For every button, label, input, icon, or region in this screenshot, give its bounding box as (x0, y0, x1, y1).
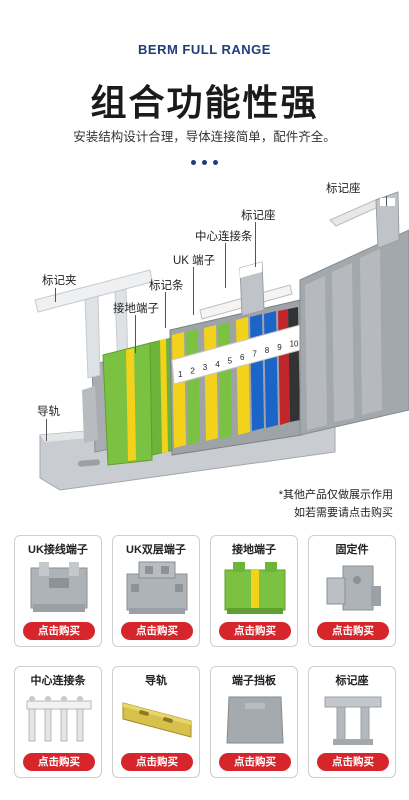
disclaimer-note-2: 如若需要请点击购买 (294, 507, 393, 519)
buy-button[interactable]: 点击购买 (121, 753, 193, 771)
disclaimer-note: *其他产品仅做展示作用 (278, 489, 393, 501)
callout-uk-terminal: UK 端子 (173, 255, 216, 267)
product-name: 接地端子 (232, 544, 276, 556)
marker-number: 2 (190, 367, 195, 376)
din-rail-icon (122, 702, 192, 738)
leader-line (55, 288, 56, 302)
leader-line (135, 315, 136, 353)
leader-line (386, 196, 387, 206)
buy-button[interactable]: 点击购买 (317, 753, 389, 771)
buy-button[interactable]: 点击购买 (23, 753, 95, 771)
product-name: UK双层端子 (126, 544, 186, 556)
product-name: 导轨 (145, 675, 167, 687)
product-name: 标记座 (335, 675, 369, 687)
product-card[interactable]: 导轨 点击购买 (112, 666, 200, 778)
buy-button[interactable]: 点击购买 (317, 622, 389, 640)
marker-seat-icon (324, 696, 382, 745)
callout-ground-terminal: 接地端子 (113, 303, 159, 315)
product-grid-row-2: 中心连接条 点击购买 导轨 点击购买 端子挡板 点击购买 (14, 666, 396, 778)
marker-number: 10 (290, 339, 299, 348)
product-card[interactable]: 端子挡板 点击购买 (210, 666, 298, 778)
ground-terminal-icon (224, 562, 286, 614)
buy-button[interactable]: 点击购买 (219, 622, 291, 640)
end-stop-icon (326, 565, 381, 611)
marker-number: 5 (228, 356, 233, 365)
page-subline: 安装结构设计合理，导体连接简单，配件齐全。 (73, 130, 336, 144)
callout-marker-seat: 标记座 (241, 210, 276, 222)
product-card[interactable]: 中心连接条 点击购买 (14, 666, 102, 778)
marker-number: 4 (215, 360, 220, 369)
leader-line (225, 243, 226, 288)
product-name: 中心连接条 (30, 675, 86, 687)
callout-marker-strip: 标记条 (149, 280, 184, 292)
hero-section: BERM FULL RANGE 组合功能性强 安装结构设计合理，导体连接简单，配… (0, 42, 409, 519)
product-card[interactable]: 固定件 点击购买 (308, 535, 396, 647)
brand-tagline: BERM FULL RANGE (138, 42, 271, 57)
leader-line (255, 222, 256, 267)
buy-button[interactable]: 点击购买 (219, 753, 291, 771)
marker-number: 1 (178, 370, 183, 379)
leader-line (193, 267, 194, 315)
product-name: UK接线端子 (28, 544, 88, 556)
leader-line (165, 292, 166, 328)
marker-number: 8 (265, 346, 270, 355)
callout-center-connector: 中心连接条 (195, 231, 253, 243)
buy-button[interactable]: 点击购买 (121, 622, 193, 640)
page-headline: 组合功能性强 (90, 82, 319, 123)
product-card[interactable]: 接地端子 点击购买 (210, 535, 298, 647)
callout-rail: 导轨 (37, 406, 60, 418)
product-card[interactable]: UK接线端子 点击购买 (14, 535, 102, 647)
leader-line (46, 419, 47, 441)
uk-double-terminal-icon (126, 561, 188, 614)
product-card[interactable]: UK双层端子 点击购买 (112, 535, 200, 647)
marker-number: 6 (240, 353, 245, 362)
uk-terminal-icon (30, 562, 88, 612)
product-name: 端子挡板 (232, 675, 276, 687)
center-connector-icon (26, 696, 92, 742)
marker-number: 9 (277, 343, 282, 352)
marker-number: 3 (203, 363, 208, 372)
buy-button[interactable]: 点击购买 (23, 622, 95, 640)
product-card[interactable]: 标记座 点击购买 (308, 666, 396, 778)
product-grid-row-1: UK接线端子 点击购买 UK双层端子 点击购买 接地端子 (14, 535, 396, 647)
end-plate-icon (226, 696, 284, 744)
callout-marker-clip: 标记夹 (42, 275, 77, 287)
dots-divider (0, 152, 409, 170)
product-name: 固定件 (335, 544, 369, 556)
callout-marker-seat-right: 标记座 (326, 183, 361, 195)
marker-number: 7 (252, 350, 257, 359)
